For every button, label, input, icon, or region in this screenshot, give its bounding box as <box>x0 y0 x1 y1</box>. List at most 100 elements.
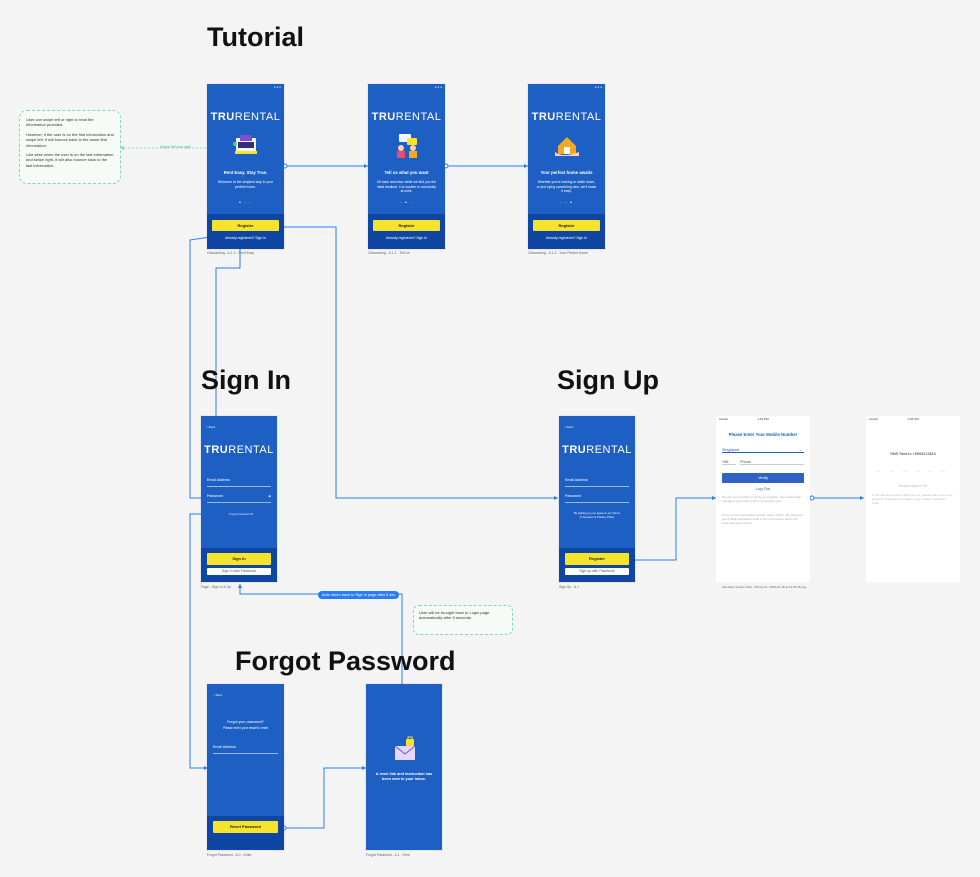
verify-button[interactable]: Verify <box>722 473 804 483</box>
mail-lock-illustration-icon <box>394 736 416 760</box>
register-button[interactable]: Register <box>533 220 600 231</box>
email-field[interactable]: Email Address <box>207 478 271 487</box>
swipe-label: Swipe left and right <box>160 145 191 149</box>
onboarding-body: Whether you're looking to settle down, o… <box>536 180 597 194</box>
heading-tutorial: Tutorial <box>207 22 304 52</box>
brand-logo: TRURENTAL <box>201 444 277 456</box>
status-dots: ● ● ● <box>434 85 442 89</box>
signin-link[interactable]: Already registered? Sign In <box>546 236 587 240</box>
sign-in-button[interactable]: Sign In <box>207 553 271 565</box>
onboarding-caption: Onboarding - A.1.2 - Your Perfect Home <box>528 251 588 255</box>
onboarding-screen-2: ● ● ● TRURENTAL Tell us what you want Si… <box>368 84 445 249</box>
carrier-label: Carrier <box>869 417 879 421</box>
forgot-password-enter-screen: < Back Forgot your password? Please ente… <box>207 684 284 850</box>
note-line: Like-wise when the user is on the last i… <box>26 151 114 168</box>
country-select[interactable]: Singapore <box>722 448 804 453</box>
help-text-1: We use your number to verify your identi… <box>722 495 801 503</box>
country-code[interactable]: +65 <box>722 460 736 465</box>
note-line: However, if the user is on the first inf… <box>26 131 114 148</box>
sign-up-screen: < Back TRURENTAL Email Address Password … <box>559 416 635 582</box>
brand-logo: TRURENTAL <box>528 111 605 123</box>
button-band <box>368 214 445 249</box>
brand-tru: TRU <box>204 444 229 456</box>
forgot-title: Forgot your password? <box>227 720 264 724</box>
status-time: 1:53 PM <box>757 417 769 421</box>
onboarding-title: Rent Easy. Stay True. <box>223 170 268 175</box>
status-dots: ● ● ● <box>594 85 602 89</box>
logout-link[interactable]: Log Out <box>755 486 771 491</box>
wire-signup-to-mobile <box>632 497 716 561</box>
mobile-title: Please Enter Your Mobile Number <box>728 432 798 437</box>
forgot-sent-caption: Forgot Password - A.1 - Sent <box>366 853 410 857</box>
people-talking-illustration-icon <box>397 134 417 158</box>
eye-icon[interactable]: ◉ <box>268 494 271 498</box>
password-field[interactable]: Password <box>207 494 271 503</box>
sms-help-text: If you did not receive a SMS from us, pl… <box>872 493 953 505</box>
status-time: 1:36 PM <box>907 417 919 421</box>
register-button[interactable]: Register <box>212 220 279 231</box>
wire-signin-link <box>215 239 241 428</box>
wire-register-to-signup <box>279 226 558 499</box>
forgot-password-link[interactable]: Forgot Password? <box>229 512 254 516</box>
sign-up-caption: Sign Up - A.1 <box>559 585 579 589</box>
carrier-label: Carrier <box>719 417 729 421</box>
sign-in-screen: < Back TRURENTAL Email Address Password … <box>201 416 277 582</box>
reset-sent-message: A reset link and instruction has been se… <box>375 772 433 782</box>
phone-input[interactable]: Phone <box>740 460 804 465</box>
password-field[interactable]: Password <box>565 494 629 503</box>
brand-rental: RENTAL <box>395 111 442 123</box>
brand-rental: RENTAL <box>586 444 632 456</box>
forgot-enter-caption: Forgot Password - A.0 - Enter <box>207 853 252 857</box>
furniture-illustration-icon <box>233 135 257 154</box>
button-band <box>207 214 284 249</box>
button-band <box>528 214 605 249</box>
mobile-number-screen: Carrier 1:53 PM Please Enter Your Mobile… <box>716 416 810 582</box>
brand-rental: RENTAL <box>234 111 281 123</box>
auto-return-label: Auto return back to Sign In page after 5… <box>318 591 400 599</box>
heading-forgot-password: Forgot Password <box>235 646 456 676</box>
back-button[interactable]: < Back <box>564 425 574 429</box>
brand-tru: TRU <box>371 111 396 123</box>
onboarding-body: Welcome to the simplest way to your perf… <box>217 180 274 189</box>
onboarding-screen-3: ● ● ● TRURENTAL Your perfect home awaits… <box>528 84 605 249</box>
mobile-caption: Simulator Screen Shot - iPhone 8 - 2018-… <box>722 585 807 589</box>
resend-timer[interactable]: Request again in 52 <box>898 484 928 488</box>
register-button[interactable]: Register <box>565 553 629 565</box>
page-indicator: • · · <box>239 200 252 206</box>
register-button[interactable]: Register <box>373 220 440 231</box>
email-field[interactable]: Email Address <box>565 478 629 487</box>
forgot-subtitle: Please enter your email to reset <box>222 726 268 730</box>
terms-text: By signing up you agree to our Terms of … <box>573 511 621 519</box>
heading-sign-in: Sign In <box>201 365 291 395</box>
back-button[interactable]: < Back <box>213 693 223 697</box>
brand-tru: TRU <box>562 444 587 456</box>
code-input[interactable]: — — — — — — <box>876 468 950 473</box>
sms-sent-label: SMS Sent to +6592013810 <box>890 452 936 456</box>
note-line: User can swipe left or right to read the… <box>26 117 94 128</box>
heading-sign-up: Sign Up <box>557 365 659 395</box>
chevron-down-icon: ⌄ <box>798 447 802 452</box>
onboarding-screen-1: ● ● ● TRURENTAL Rent Easy. Stay True. We… <box>207 84 284 249</box>
back-button[interactable]: < Back <box>206 425 216 429</box>
home-in-hand-illustration-icon <box>555 137 579 156</box>
sms-verify-screen: Carrier 1:36 PM SMS Sent to +6592013810 … <box>866 416 960 582</box>
status-dots: ● ● ● <box>273 85 281 89</box>
forgot-password-sent-screen: A reset link and instruction has been se… <box>366 684 442 850</box>
facebook-sign-up-button[interactable]: Sign up with Facebook <box>565 568 629 575</box>
login-redirect-note: User will be brought back to Login page … <box>413 605 513 635</box>
onboarding-title: Your perfect home awaits <box>540 170 593 175</box>
signin-link[interactable]: Already registered? Sign In <box>386 236 427 240</box>
brand-rental: RENTAL <box>228 444 274 456</box>
brand-rental: RENTAL <box>555 111 602 123</box>
onboarding-title: Tell us what you want <box>384 170 429 175</box>
reset-password-button[interactable]: Reset Password <box>213 821 278 833</box>
brand-logo: TRURENTAL <box>207 111 284 123</box>
email-field[interactable]: Email Address <box>213 745 278 754</box>
facebook-sign-in-button[interactable]: Sign in with Facebook <box>207 568 271 575</box>
page-indicator: · · • <box>560 200 573 206</box>
brand-tru: TRU <box>210 111 235 123</box>
brand-logo: TRURENTAL <box>559 444 635 456</box>
help-text-2: Once you've entered the number, press 'V… <box>722 513 803 525</box>
signin-link[interactable]: Already registered? Sign In <box>225 236 266 240</box>
brand-logo: TRURENTAL <box>368 111 445 123</box>
